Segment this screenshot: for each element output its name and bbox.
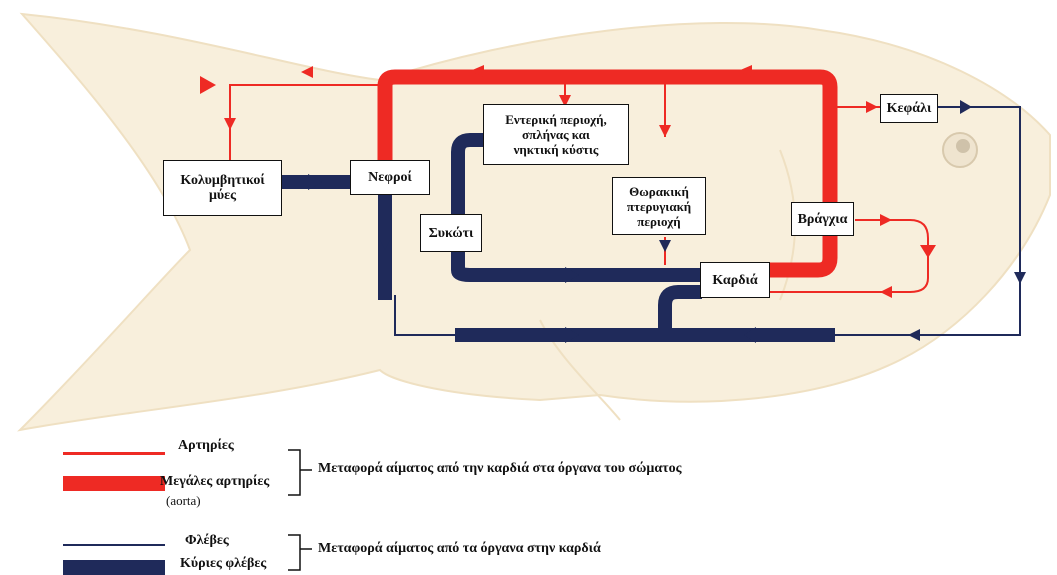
legend-arteries-bracket bbox=[288, 449, 312, 496]
legend-arteries-description: Μεταφορά αίματος από την καρδιά στα όργα… bbox=[318, 461, 682, 476]
legend-veins-label: Φλέβες bbox=[185, 533, 229, 548]
organ-gills: Βράγχια bbox=[791, 202, 854, 236]
organ-head: Κεφάλι bbox=[880, 94, 938, 123]
legend-major-arteries-line bbox=[63, 476, 165, 491]
legend-veins-line bbox=[63, 544, 165, 546]
legend-lines bbox=[63, 449, 312, 575]
organ-liver: Συκώτι bbox=[420, 214, 482, 252]
organ-thoracic-fin-region: Θωρακική πτερυγιακή περιοχή bbox=[612, 177, 706, 235]
organ-kidneys: Νεφροί bbox=[350, 160, 430, 195]
legend-major-veins-label: Κύριες φλέβες bbox=[180, 556, 267, 571]
legend-veins-bracket bbox=[288, 534, 312, 571]
organ-swim-muscles: Κολυμβητικοί μύες bbox=[163, 160, 282, 216]
fish-silhouette bbox=[17, 12, 1051, 432]
legend-arteries-label: Αρτηρίες bbox=[178, 438, 234, 453]
organ-intestinal-region: Εντερική περιοχή, σπλήνας και νηκτική κύ… bbox=[483, 104, 629, 165]
legend-arteries-line bbox=[63, 452, 165, 455]
vein-arrows bbox=[308, 100, 1026, 343]
major-arteries bbox=[377, 69, 838, 278]
organ-heart: Καρδιά bbox=[700, 262, 770, 298]
legend-major-arteries-label: Μεγάλες αρτηρίες bbox=[160, 474, 270, 489]
legend-aorta-label: (aorta) bbox=[166, 493, 201, 508]
legend-veins-description: Μεταφορά αίματος από τα όργανα στην καρδ… bbox=[318, 541, 601, 556]
legend-major-veins-line bbox=[63, 560, 165, 575]
fish-pupil bbox=[956, 139, 970, 153]
artery-arrows bbox=[200, 65, 936, 298]
